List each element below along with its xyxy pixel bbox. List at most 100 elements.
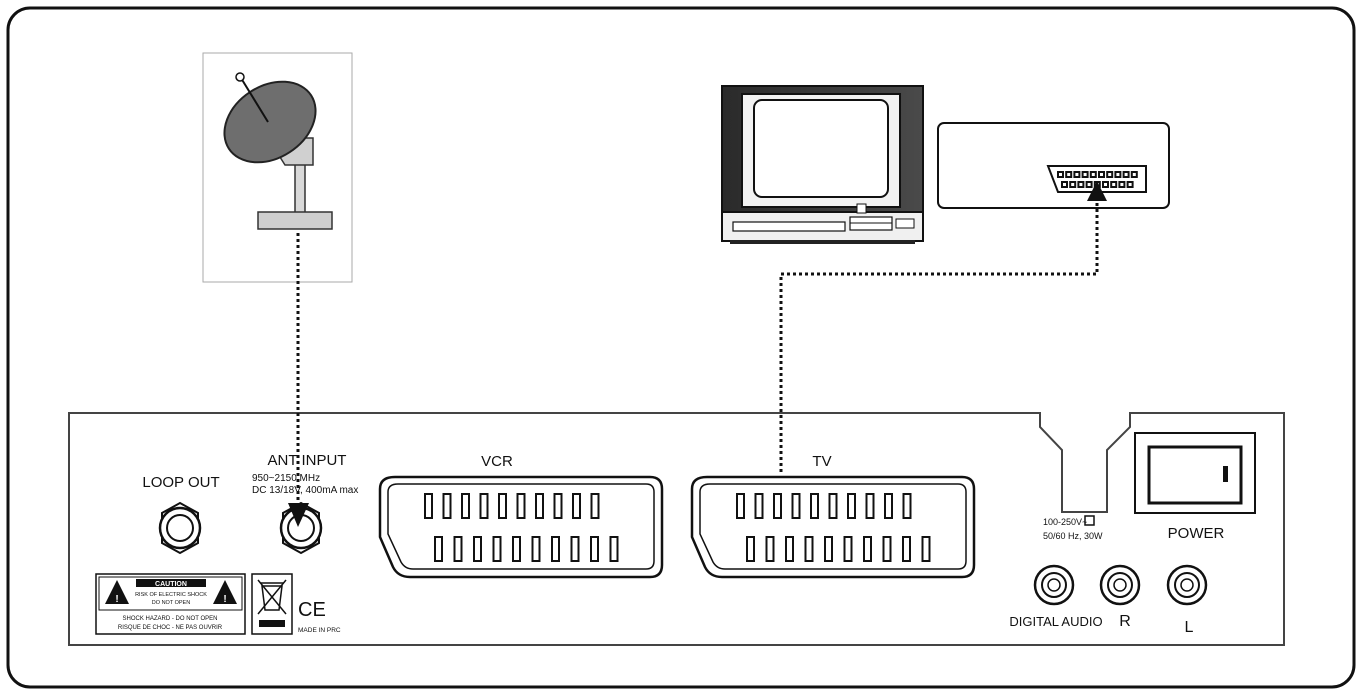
- scart-pin: [1102, 181, 1109, 188]
- vcr-scart-pins: [424, 493, 619, 562]
- voltage-line1: 100-250V~: [1043, 517, 1087, 527]
- scart-pins: [1057, 171, 1138, 188]
- scart-pin: [754, 493, 764, 519]
- loop-out-label: LOOP OUT: [142, 474, 219, 491]
- caution-label: ! ! CAUTION RISK OF ELECTRIC SHOCK DO NO…: [95, 573, 246, 635]
- scart-pin: [553, 493, 563, 519]
- scart-pin: [512, 536, 521, 562]
- receiver-back-panel: LOOP OUT ANT INPUT 950~2150 MHz DC 13/18…: [68, 412, 1285, 646]
- voltage-square: [1084, 515, 1095, 526]
- audio-r-jack: [1099, 564, 1141, 606]
- scart-pin: [1077, 181, 1085, 188]
- scart-pin: [863, 536, 872, 562]
- scart-pin: [882, 536, 892, 562]
- audio-l-label: L: [1185, 619, 1194, 636]
- audio-r-label: R: [1119, 613, 1131, 630]
- scart-pin: [572, 493, 581, 519]
- scart-pin: [1057, 171, 1064, 178]
- voltage-line2: 50/60 Hz, 30W: [1043, 531, 1103, 541]
- scart-pin: [1110, 181, 1118, 188]
- warning-triangle-icon: [105, 580, 129, 604]
- caution-title: CAUTION: [155, 581, 187, 588]
- scart-pin: [1081, 171, 1089, 178]
- digital-audio-jack: [1033, 564, 1075, 606]
- scart-pin: [921, 536, 931, 562]
- scart-pin: [551, 536, 560, 562]
- warning-triangle-icon: [213, 580, 237, 604]
- scart-pin: [1126, 181, 1134, 188]
- scart-pin: [785, 536, 794, 562]
- television-icon: [721, 85, 924, 244]
- ce-mark: CE: [298, 599, 326, 621]
- scart-pin: [1130, 171, 1138, 178]
- scart-pin: [773, 493, 782, 519]
- scart-pin: [1118, 181, 1126, 188]
- tv-scart-port: [690, 475, 976, 579]
- scart-pin: [1073, 171, 1081, 178]
- scart-pin: [498, 493, 507, 519]
- power-label: POWER: [1168, 525, 1225, 542]
- arrow-up-icon: [1087, 181, 1107, 201]
- loop-out-connector: [158, 501, 202, 555]
- scart-pin: [865, 493, 875, 519]
- scart-adapter-icon: [937, 122, 1170, 209]
- scart-pin: [434, 536, 443, 562]
- warning-line2: RISQUE DE CHOC - NE PAS OUVRIR: [118, 625, 223, 631]
- scart-pin: [609, 536, 619, 562]
- scart-pin: [1065, 171, 1073, 178]
- scart-pin: [479, 493, 489, 519]
- scart-pin: [847, 493, 856, 519]
- scart-pin: [1114, 171, 1122, 178]
- scart-pin: [1089, 171, 1097, 178]
- made-in-label: MADE IN PRC: [298, 627, 341, 634]
- scart-pin: [1106, 171, 1114, 178]
- svg-text:!: !: [115, 594, 118, 605]
- scart-pin: [902, 493, 912, 519]
- satellite-dish-icon: [202, 52, 353, 283]
- scart-pin: [590, 493, 600, 519]
- scart-pin: [1085, 181, 1093, 188]
- dish-to-ant-input-cable: [288, 233, 309, 527]
- scart-pin: [461, 493, 470, 519]
- scart-pin: [746, 536, 755, 562]
- vcr-label: VCR: [481, 453, 513, 470]
- ant-spec-line2: DC 13/18V, 400mA max: [252, 485, 358, 496]
- scart-pin: [1122, 171, 1130, 178]
- caution-line2: DO NOT OPEN: [152, 600, 190, 606]
- warning-line1: SHOCK HAZARD - DO NOT OPEN: [123, 616, 218, 622]
- scart-pin: [791, 493, 801, 519]
- scart-pin: [810, 493, 819, 519]
- caution-line1: RISK OF ELECTRIC SHOCK: [135, 592, 207, 598]
- arrow-down-icon: [288, 503, 309, 527]
- scart-pin: [473, 536, 482, 562]
- scart-pin: [804, 536, 814, 562]
- scart-pin: [736, 493, 745, 519]
- crossed-bin-icon: [251, 573, 293, 635]
- tv-scart-to-adapter-cable: [779, 181, 1107, 472]
- svg-text:!: !: [223, 594, 226, 605]
- audio-l-jack: [1166, 564, 1208, 606]
- scart-pin: [1069, 181, 1077, 188]
- power-switch-icon: [1134, 432, 1256, 514]
- ant-input-label: ANT INPUT: [268, 452, 347, 469]
- scart-pin: [570, 536, 580, 562]
- scart-pin: [1098, 171, 1105, 178]
- scart-pin: [453, 536, 463, 562]
- scart-pin: [535, 493, 544, 519]
- tv-label: TV: [812, 453, 831, 470]
- scart-pin: [884, 493, 893, 519]
- scart-pin: [1061, 181, 1068, 188]
- scart-pin: [516, 493, 526, 519]
- scart-pin: [824, 536, 833, 562]
- scart-pin: [765, 536, 775, 562]
- tv-scart-pins: [736, 493, 931, 562]
- ant-spec-line1: 950~2150 MHz: [252, 473, 320, 484]
- scart-pin: [902, 536, 911, 562]
- scart-pin: [843, 536, 853, 562]
- scart-pin: [492, 536, 502, 562]
- scart-pin: [590, 536, 599, 562]
- scart-pin: [424, 493, 433, 519]
- scart-pin: [531, 536, 541, 562]
